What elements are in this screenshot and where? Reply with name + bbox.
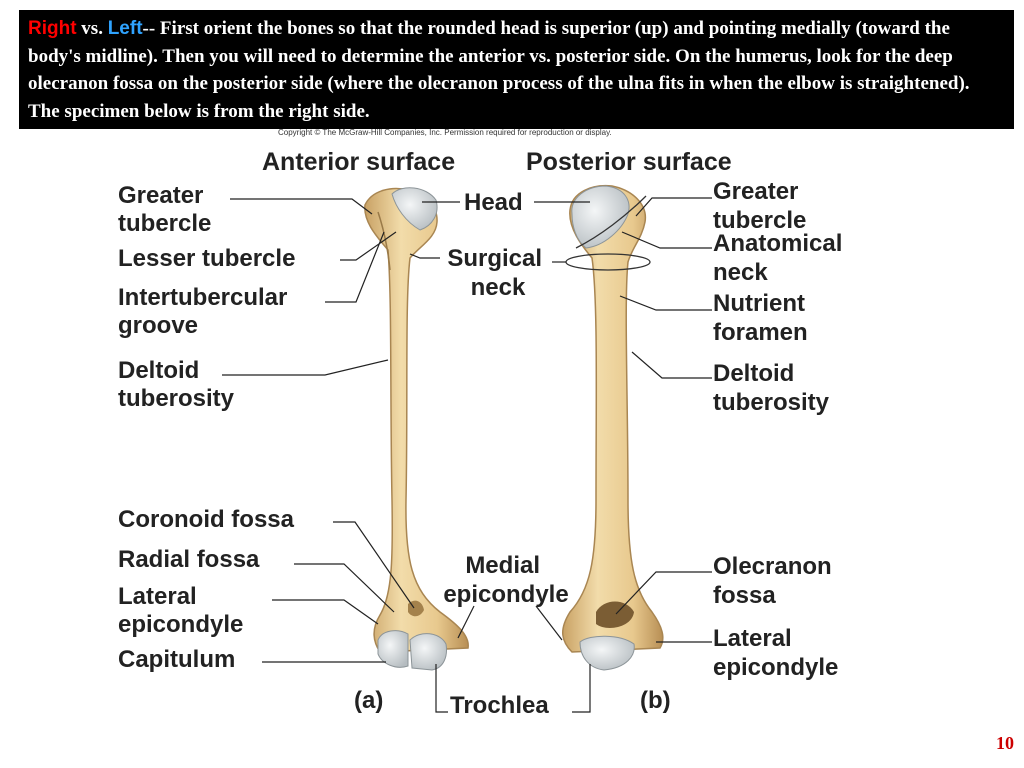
label-trochlea: Trochlea: [450, 692, 549, 719]
label-olecranon-fossa-line2: fossa: [713, 582, 776, 609]
label-greater-tubercle-a-line2: tubercle: [118, 210, 211, 237]
leader-deltoid-tuberosity-b: [631, 351, 712, 379]
copyright-notice: Copyright © The McGraw-Hill Companies, I…: [278, 128, 612, 137]
label-greater-tubercle-b-line1: Greater: [713, 178, 798, 205]
panel-label-a: (a): [354, 687, 383, 714]
label-surgical-neck-line1: Surgical: [447, 245, 542, 272]
label-olecranon-fossa: Olecranon fossa: [713, 553, 838, 609]
leader-coronoid-fossa: [333, 521, 415, 609]
label-intertubercular-groove-line2: groove: [118, 312, 198, 339]
label-nutrient-foramen-line2: foramen: [713, 319, 808, 346]
leader-surgical-neck-a: [409, 253, 440, 259]
label-lateral-epicondyle-a-line1: Lateral: [118, 583, 197, 610]
label-greater-tubercle-b-line2: tubercle: [713, 207, 806, 234]
label-intertubercular-groove-line1: Intertubercular: [118, 284, 287, 311]
leader-trochlea-a: [435, 664, 448, 713]
instruction-box: Right vs. Left-- First orient the bones …: [19, 10, 1014, 129]
label-anatomical-neck: Anatomical neck: [713, 230, 849, 286]
label-greater-tubercle-b: Greater tubercle: [713, 178, 806, 234]
anterior-bone-body: [364, 187, 469, 653]
label-deltoid-tuberosity-a: Deltoid tuberosity: [118, 357, 235, 412]
leader-radial-fossa: [294, 563, 395, 613]
anterior-surface-title: Anterior surface: [262, 148, 455, 176]
leader-nutrient-foramen: [619, 295, 712, 311]
label-deltoid-tuberosity-a-line1: Deltoid: [118, 357, 199, 384]
label-anatomical-neck-line1: Anatomical: [713, 230, 842, 257]
leader-lateral-epicondyle-a: [272, 599, 379, 625]
posterior-trochlea-cartilage: [579, 635, 635, 671]
intertubercular-groove-line: [377, 211, 391, 271]
capitulum-cartilage: [377, 630, 409, 668]
label-lesser-tubercle: Lesser tubercle: [118, 245, 295, 272]
label-medial-epicondyle-line2: epicondyle: [443, 581, 568, 608]
anterior-humerus: [364, 187, 469, 671]
label-lateral-epicondyle-b-line1: Lateral: [713, 625, 792, 652]
diagram-labels: Anterior surface Posterior surface Great…: [118, 148, 849, 719]
label-capitulum: Capitulum: [118, 646, 235, 673]
olecranon-fossa-shade: [596, 601, 634, 628]
label-deltoid-tuberosity-a-line2: tuberosity: [118, 385, 235, 412]
anatomical-neck-line: [575, 195, 647, 249]
label-surgical-neck-line2: neck: [471, 274, 526, 301]
label-head: Head: [464, 189, 523, 216]
label-lateral-epicondyle-b-line2: epicondyle: [713, 654, 838, 681]
label-medial-epicondyle: Medial epicondyle: [443, 552, 568, 608]
trochlea-cartilage: [409, 633, 447, 671]
posterior-surface-title: Posterior surface: [526, 148, 732, 176]
label-greater-tubercle-a: Greater tubercle: [118, 182, 211, 237]
leader-greater-tubercle-b: [635, 197, 712, 217]
posterior-humerus: [562, 184, 664, 671]
label-anatomical-neck-line2: neck: [713, 259, 768, 286]
label-deltoid-tuberosity-b-line2: tuberosity: [713, 389, 830, 416]
label-greater-tubercle-a-line1: Greater: [118, 182, 203, 209]
keyword-separator: vs.: [76, 18, 108, 39]
posterior-bone-body: [562, 184, 664, 653]
label-radial-fossa: Radial fossa: [118, 546, 260, 573]
leader-trochlea-b: [572, 664, 591, 713]
label-surgical-neck: Surgical neck: [447, 245, 548, 301]
leader-lesser-tubercle: [340, 231, 397, 261]
leader-medial-epicondyle: [457, 605, 475, 639]
label-intertubercular-groove: Intertubercular groove: [118, 284, 294, 339]
instruction-text: -- First orient the bones so that the ro…: [28, 18, 970, 122]
anterior-head-cartilage: [391, 187, 438, 231]
label-lateral-epicondyle-b: Lateral epicondyle: [713, 625, 838, 681]
leader-anatomical-neck: [621, 231, 712, 249]
keyword-right: Right: [28, 18, 77, 39]
keyword-left: Left: [107, 18, 143, 39]
label-coronoid-fossa: Coronoid fossa: [118, 506, 295, 533]
label-medial-epicondyle-line1: Medial: [465, 552, 540, 579]
leader-lines: [222, 197, 712, 713]
leader-olecranon-fossa: [615, 571, 712, 615]
label-nutrient-foramen-line1: Nutrient: [713, 290, 805, 317]
label-nutrient-foramen: Nutrient foramen: [713, 290, 812, 346]
leader-deltoid-tuberosity-a: [222, 359, 389, 376]
leader-intertubercular-groove: [325, 231, 385, 303]
panel-label-b: (b): [640, 687, 671, 714]
leader-greater-tubercle-a: [230, 198, 373, 215]
page-number: 10: [996, 733, 1014, 753]
label-olecranon-fossa-line1: Olecranon: [713, 553, 832, 580]
label-deltoid-tuberosity-b-line1: Deltoid: [713, 360, 794, 387]
leader-medial-epicondyle-b: [535, 605, 563, 641]
label-deltoid-tuberosity-b: Deltoid tuberosity: [713, 360, 830, 416]
label-lateral-epicondyle-a: Lateral epicondyle: [118, 583, 243, 638]
label-lateral-epicondyle-a-line2: epicondyle: [118, 611, 243, 638]
